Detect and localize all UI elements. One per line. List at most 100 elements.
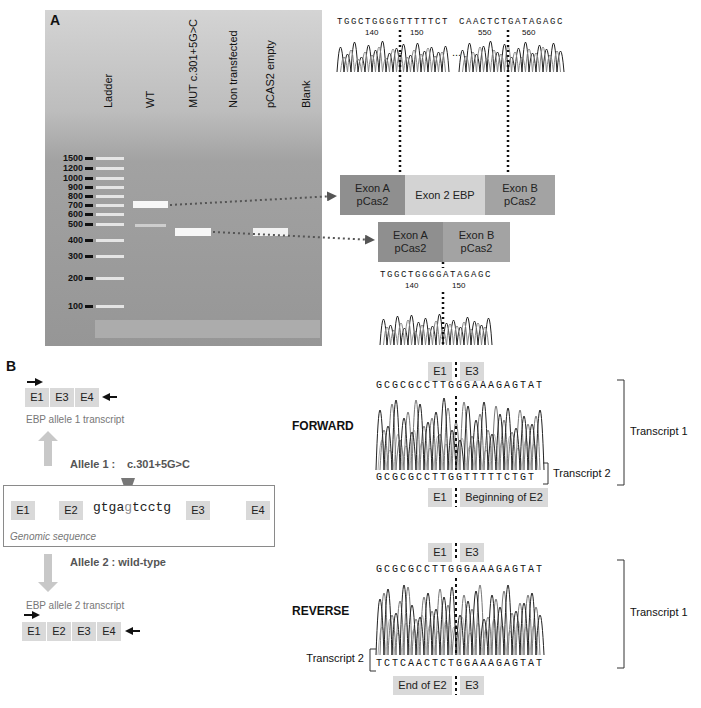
panel-letter: A [50, 12, 60, 28]
position-number: 140 [365, 28, 378, 37]
exon-box: E1 [11, 501, 35, 520]
size-marker: 700 [50, 200, 83, 210]
box-label: Beginning of E2 [465, 491, 543, 504]
direction-label: FORWARD [292, 420, 354, 434]
sequence-text: GCGCGCCTTGGTTTTTCTGT [376, 472, 536, 484]
box-label: E1 [16, 504, 29, 517]
box-label: E1 [27, 625, 40, 638]
exon-box: Exon B pCas2 [443, 222, 510, 262]
position-number: 150 [452, 281, 465, 290]
panel-letter: B [6, 358, 16, 374]
size-marker: 600 [50, 209, 83, 219]
box-label: E1 [30, 391, 43, 404]
transcript-caption: EBP allele 2 transcript [26, 600, 124, 612]
size-marker: 900 [50, 182, 83, 192]
box-label: Exon A pCas2 [340, 182, 405, 208]
box-label: Exon B pCas2 [443, 229, 510, 255]
exon-box: E1 [428, 488, 452, 507]
sequence-text: TGGCTGGGGTTTTTCT [337, 17, 449, 27]
sequence-text: gtga [93, 501, 124, 516]
exon-box: E3 [460, 676, 484, 695]
ellipsis: ... [452, 46, 461, 59]
size-marker: 1000 [50, 173, 83, 183]
genomic-box: Genomic sequenceE1E2E3E4 [3, 485, 275, 547]
box-label: E1 [433, 365, 446, 378]
mutated-base: g [124, 501, 132, 516]
lane-label: Blank [300, 80, 313, 108]
transcript-label: Transcript 1 [630, 606, 688, 619]
exon-box: E4 [97, 622, 121, 641]
lane-label: pCAS2 empty [264, 40, 277, 108]
box-label: Exon 2 EBP [415, 189, 474, 202]
box-label: E3 [55, 391, 68, 404]
exon-box: E1 [428, 362, 452, 381]
box-label: E2 [52, 625, 65, 638]
position-number: 560 [522, 28, 535, 37]
box-label: E3 [77, 625, 90, 638]
size-marker: 500 [50, 219, 83, 229]
box-label: Exon B pCas2 [485, 182, 555, 208]
size-marker: 1500 [50, 153, 83, 163]
exon-box: Beginning of E2 [460, 488, 548, 507]
box-label: E2 [64, 504, 77, 517]
box-label: E3 [465, 679, 478, 692]
junction-line [455, 362, 457, 695]
transcript-caption: EBP allele 1 transcript [26, 414, 124, 426]
position-number: 550 [478, 28, 491, 37]
box-label: E4 [80, 391, 93, 404]
exon-box: E2 [47, 622, 71, 641]
mutation-name: c.301+5G>C [127, 458, 190, 471]
size-marker: 100 [50, 301, 83, 311]
size-marker: 200 [50, 273, 83, 283]
sequence-text: TGGCTGGGGATAGAGC [380, 270, 492, 280]
sequence-text: GCGCGCCTTGGGAAAGAGTAT [376, 380, 544, 392]
transcript-label: Transcript 2 [290, 652, 364, 665]
box-label: E4 [102, 625, 115, 638]
lane-label: MUT c.301+5G>C [187, 19, 200, 108]
box-label: End of E2 [398, 679, 446, 692]
gel-photo [45, 10, 322, 346]
exon-box: E3 [50, 388, 74, 407]
exon-box: E3 [460, 362, 484, 381]
exon-box: E1 [22, 622, 46, 641]
transcript-label: Transcript 2 [553, 467, 611, 480]
chromatogram [337, 41, 564, 345]
exon-box: Exon 2 EBP [405, 175, 485, 215]
sequence-text: tcctg [132, 501, 171, 516]
sequence-text: TCTCAACTCTGGAAAGAGTAT [376, 658, 544, 670]
lane-label: WT [144, 91, 157, 108]
exon-box: Exon A pCas2 [340, 175, 405, 215]
flow-arrow [38, 431, 58, 466]
exon-box: E3 [186, 501, 210, 520]
transcript-label: Transcript 1 [630, 425, 688, 438]
allele-label: Allele 2 : wild-type [70, 556, 166, 569]
leader-arrow [170, 196, 335, 205]
box-label: E3 [465, 546, 478, 559]
direction-label: REVERSE [292, 605, 349, 619]
leader-arrow [213, 232, 373, 240]
size-marker: 400 [50, 235, 83, 245]
exon-box: E3 [72, 622, 96, 641]
exon-box: Exon B pCas2 [485, 175, 555, 215]
exon-box: E4 [246, 501, 270, 520]
sequence-text: CAACTCTGATAGAGC [459, 17, 564, 27]
sequence-text: GCGCGCCTTGGGAAAGAGTAT [376, 564, 544, 576]
flow-arrow [38, 554, 58, 592]
lane-label: Ladder [102, 74, 115, 108]
box-label: E3 [465, 365, 478, 378]
size-marker: 800 [50, 191, 83, 201]
exon-box: End of E2 [393, 676, 452, 695]
position-number: 140 [405, 281, 418, 290]
chromatogram [376, 398, 544, 655]
sequence-group: gtgagtcctg [93, 501, 171, 516]
box-label: E1 [433, 546, 446, 559]
size-marker: 300 [50, 251, 83, 261]
box-label: E4 [251, 504, 264, 517]
box-label: Exon A pCas2 [378, 229, 443, 255]
exon-box: E1 [428, 543, 452, 562]
exon-box: Exon A pCas2 [378, 222, 443, 262]
exon-box: E3 [460, 543, 484, 562]
exon-box: E4 [75, 388, 99, 407]
exon-box: E2 [59, 501, 83, 520]
